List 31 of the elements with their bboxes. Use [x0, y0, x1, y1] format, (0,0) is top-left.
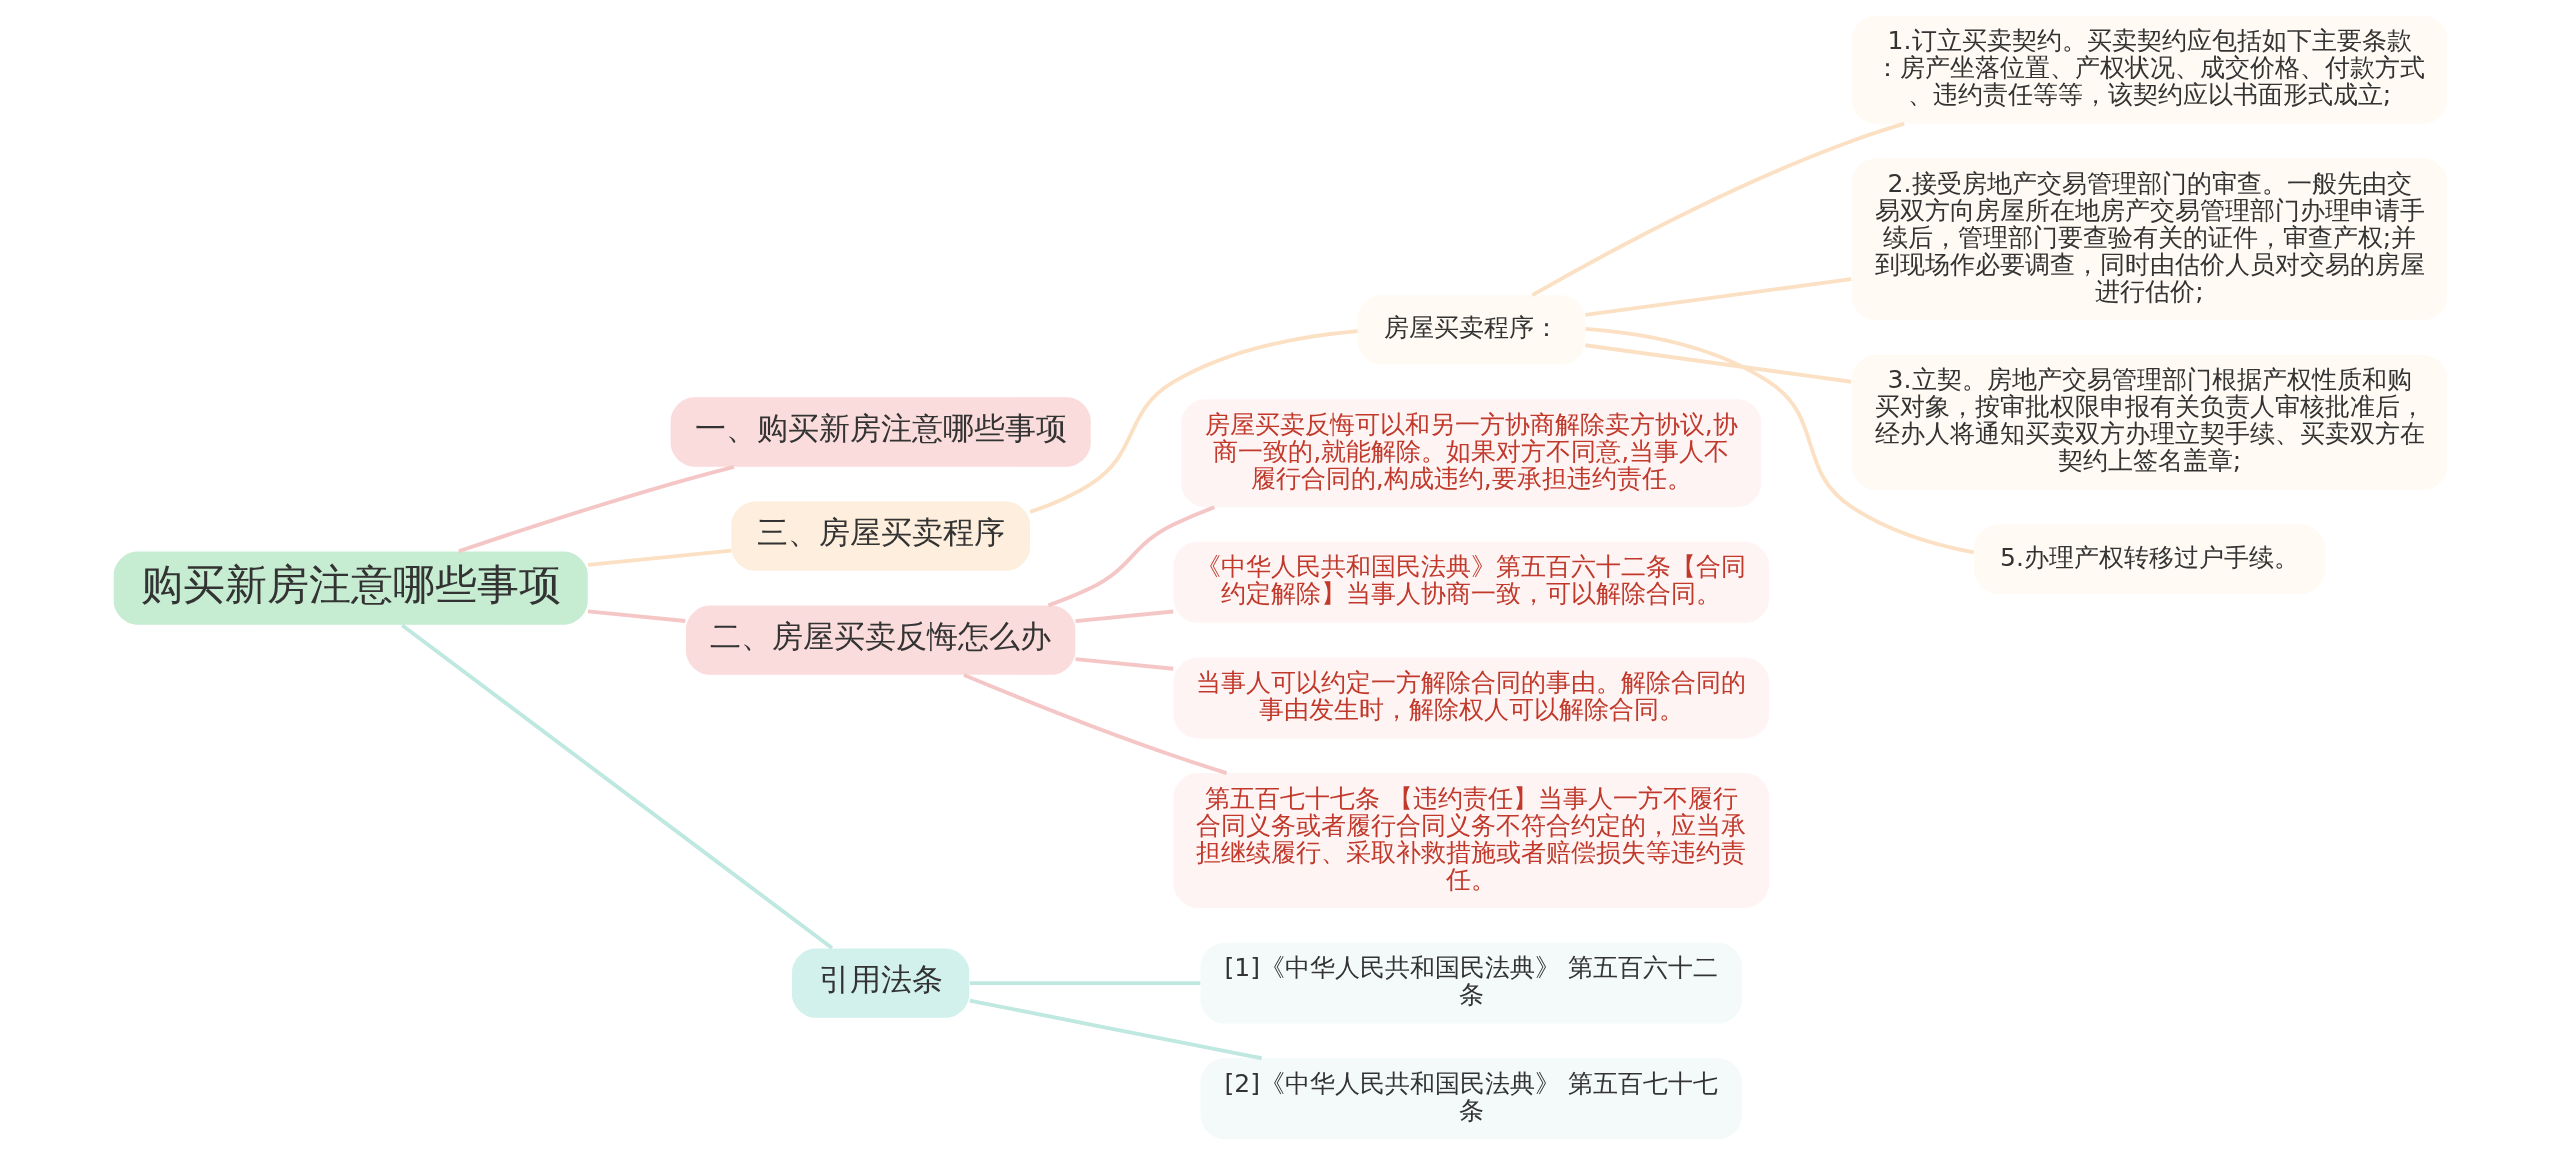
connector [1584, 343, 1851, 384]
node-box: 3.立契。房地产交易管理部门根据产权性质和购买对象，按审批权限申报有关负责人审核批准后，经办人将通知买卖双方办理立契手续、买卖双方在契约上签名盖章; [1851, 354, 2447, 490]
node-box: 一、购买新房注意哪些事项 [670, 397, 1091, 467]
connector [1047, 505, 1215, 608]
connector [587, 609, 686, 623]
node-box: 引用法条 [791, 948, 969, 1018]
connector [962, 673, 1227, 775]
connector [1584, 277, 1851, 317]
node-box: [2]《中华人民共和国民法典》 第五百七十七条 [1200, 1058, 1742, 1140]
node-box: 购买新房注意哪些事项 [113, 551, 588, 625]
node-box: 房屋买卖反悔可以和另一方协商解除卖方协议,协商一致的,就能解除。如果对方不同意,当事人不履行合同的,构成违约,要承担违约责任。 [1180, 399, 1761, 508]
connector [1530, 121, 1905, 297]
connector [1584, 327, 1974, 555]
connector [1074, 609, 1173, 624]
node-box: 1.订立买卖契约。买卖契约应包括如下主要条款：房产坐落位置、产权状况、成交价格、付款方式、违约责任等等，该契约应以书面形式成立; [1851, 15, 2447, 124]
connector [1074, 657, 1173, 671]
connector [969, 981, 1200, 986]
node-box: 2.接受房地产交易管理部门的审查。一般先由交易双方向房屋所在地房产交易管理部门办理申请手续后，管理部门要查验有关的证件，审查产权;并到现场作必要调查，同时由估价人员对交易的房屋进行估价; [1851, 158, 2447, 321]
node-box: 第五百七十七条 【违约责任】当事人一方不履行合同义务或者履行合同义务不符合约定的，应当承担继续履行、采取补救措施或者赔偿损失等违约责任。 [1173, 773, 1769, 908]
node-box: 房屋买卖程序： [1357, 295, 1585, 365]
connector [587, 548, 731, 567]
node-box: 《中华人民共和国民法典》第五百六十二条【合同约定解除】当事人协商一致，可以解除合同。 [1173, 541, 1769, 623]
connector [400, 623, 833, 950]
node-box: 5.办理产权转移过户手续。 [1973, 524, 2325, 594]
node-box: 三、房屋买卖程序 [730, 501, 1030, 571]
connector [1029, 329, 1358, 514]
node-box: 当事人可以约定一方解除合同的事由。解除合同的事由发生时，解除权人可以解除合同。 [1173, 657, 1769, 739]
node-box: [1]《中华人民共和国民法典》 第五百六十二条 [1200, 942, 1742, 1024]
connector [457, 464, 734, 554]
node-box: 二、房屋买卖反悔怎么办 [685, 605, 1075, 675]
connector [968, 998, 1262, 1061]
